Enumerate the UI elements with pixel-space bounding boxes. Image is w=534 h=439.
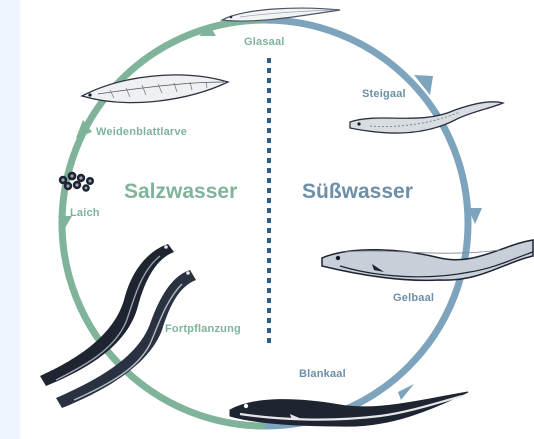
freshwater-arc xyxy=(265,20,468,426)
silver-eel-icon xyxy=(230,392,468,426)
stage-label-gelbaal: Gelbaal xyxy=(393,292,434,304)
stage-label-fortpflanzung: Fortpflanzung xyxy=(165,323,241,335)
stage-label-laich: Laich xyxy=(70,207,100,219)
elver-icon xyxy=(350,102,503,133)
stage-label-glasaal: Glasaal xyxy=(244,36,285,48)
arrow-bottom-right xyxy=(398,384,414,400)
yellow-eel-icon xyxy=(322,240,533,280)
stage-label-steigaal: Steigaal xyxy=(362,88,406,100)
stage-label-weidenblattlarve: Weidenblattlarve xyxy=(96,126,187,138)
saltwater-label: Salzwasser xyxy=(124,180,237,204)
freshwater-label: Süßwasser xyxy=(302,180,413,204)
leptocephalus-larva-icon xyxy=(82,75,228,103)
stage-label-blankaal: Blankaal xyxy=(299,368,346,380)
